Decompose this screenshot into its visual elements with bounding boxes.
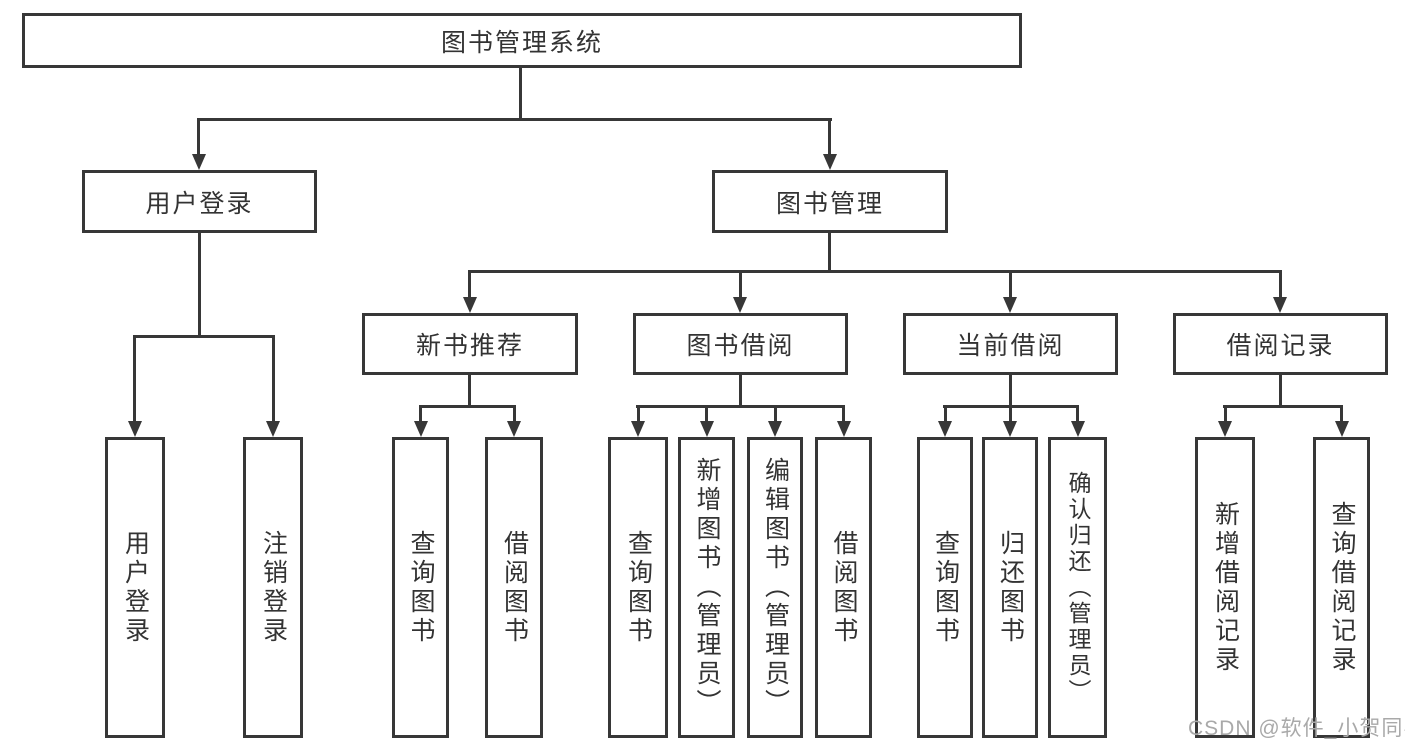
leaf-borrow-book-newbook: 借阅图书 (485, 437, 543, 738)
node-user-login: 用户登录 (82, 170, 317, 233)
arrow-to-leaf-icon (1335, 421, 1349, 437)
node-book-borrow: 图书借阅 (633, 313, 848, 375)
arrow-to-leaf-icon (1071, 421, 1085, 437)
connector-to-leaf-login-shaft (133, 335, 136, 423)
connector-leaf-shaft (705, 405, 708, 423)
leaf-confirm-return-admin: 确认归还（管理员） (1048, 437, 1107, 738)
connector-book-management-stem (828, 233, 831, 272)
leaf-borrow-book: 借阅图书 (815, 437, 872, 738)
leaf-query-book-newbook: 查询图书 (392, 437, 449, 738)
arrow-to-leaf-icon (768, 421, 782, 437)
leaf-logout: 注销登录 (243, 437, 303, 738)
arrow-to-leaf-login-icon (128, 421, 142, 437)
connector-borrow-records-bar (1223, 405, 1343, 408)
connector-level2-bar (198, 118, 832, 121)
arrow-to-new-book-icon (463, 297, 477, 313)
connector-current-borrow-stem (1009, 375, 1012, 407)
leaf-query-book-current: 查询图书 (917, 437, 973, 738)
connector-leaf-shaft (1340, 405, 1343, 423)
connector-leaf-shaft (1009, 405, 1012, 423)
leaf-edit-book-admin: 编辑图书（管理员） (747, 437, 803, 738)
connector-new-book-bar (419, 405, 516, 408)
connector-to-user-login-shaft (197, 118, 200, 156)
leaf-query-book-borrow: 查询图书 (608, 437, 668, 738)
connector-level3-bar (469, 270, 1282, 273)
leaf-return-book: 归还图书 (982, 437, 1038, 738)
connector-to-leaf-logout-shaft (272, 335, 275, 423)
arrow-to-leaf-icon (837, 421, 851, 437)
arrow-to-leaf-logout-icon (266, 421, 280, 437)
arrow-to-borrow-records-icon (1273, 297, 1287, 313)
connector-leaf-shaft (944, 405, 947, 423)
connector-leaf-shaft (774, 405, 777, 423)
connector-new-book-stem (468, 375, 471, 407)
arrow-to-book-borrow-icon (733, 297, 747, 313)
arrow-to-leaf-icon (631, 421, 645, 437)
watermark: CSDN @软件_小贺同学 (1188, 717, 1405, 740)
arrow-to-leaf-icon (1003, 421, 1017, 437)
node-borrow-records: 借阅记录 (1173, 313, 1388, 375)
arrow-to-user-login-icon (192, 154, 206, 170)
node-new-book-recommend: 新书推荐 (362, 313, 578, 375)
connector-user-login-stem (198, 233, 201, 335)
connector-leaf-shaft (419, 405, 422, 423)
connector-user-login-bar (133, 335, 275, 338)
leaf-add-borrow-record: 新增借阅记录 (1195, 437, 1255, 738)
connector-leaf-shaft (513, 405, 516, 423)
connector-leaf-shaft (637, 405, 640, 423)
connector-leaf-shaft (842, 405, 845, 423)
connector-leaf-shaft (1224, 405, 1227, 423)
arrow-to-current-borrow-icon (1003, 297, 1017, 313)
connector-to-new-book-shaft (468, 270, 471, 299)
connector-book-borrow-stem (739, 375, 742, 407)
leaf-user-login: 用户登录 (105, 437, 165, 738)
leaf-query-borrow-record: 查询借阅记录 (1313, 437, 1370, 738)
arrow-to-leaf-icon (938, 421, 952, 437)
leaf-add-book-admin: 新增图书（管理员） (678, 437, 735, 738)
arrow-to-book-management-icon (823, 154, 837, 170)
node-root: 图书管理系统 (22, 13, 1022, 68)
arrow-to-leaf-icon (700, 421, 714, 437)
node-current-borrow: 当前借阅 (903, 313, 1118, 375)
arrow-to-leaf-icon (507, 421, 521, 437)
connector-to-book-borrow-shaft (739, 270, 742, 299)
connector-book-borrow-bar (636, 405, 845, 408)
connector-borrow-records-stem (1279, 375, 1282, 407)
connector-leaf-shaft (1076, 405, 1079, 423)
arrow-to-leaf-icon (1218, 421, 1232, 437)
connector-to-current-borrow-shaft (1009, 270, 1012, 299)
connector-to-borrow-records-shaft (1279, 270, 1282, 299)
node-book-management: 图书管理 (712, 170, 948, 233)
connector-root-stem (519, 68, 522, 118)
connector-to-book-management-shaft (828, 118, 831, 156)
arrow-to-leaf-icon (414, 421, 428, 437)
